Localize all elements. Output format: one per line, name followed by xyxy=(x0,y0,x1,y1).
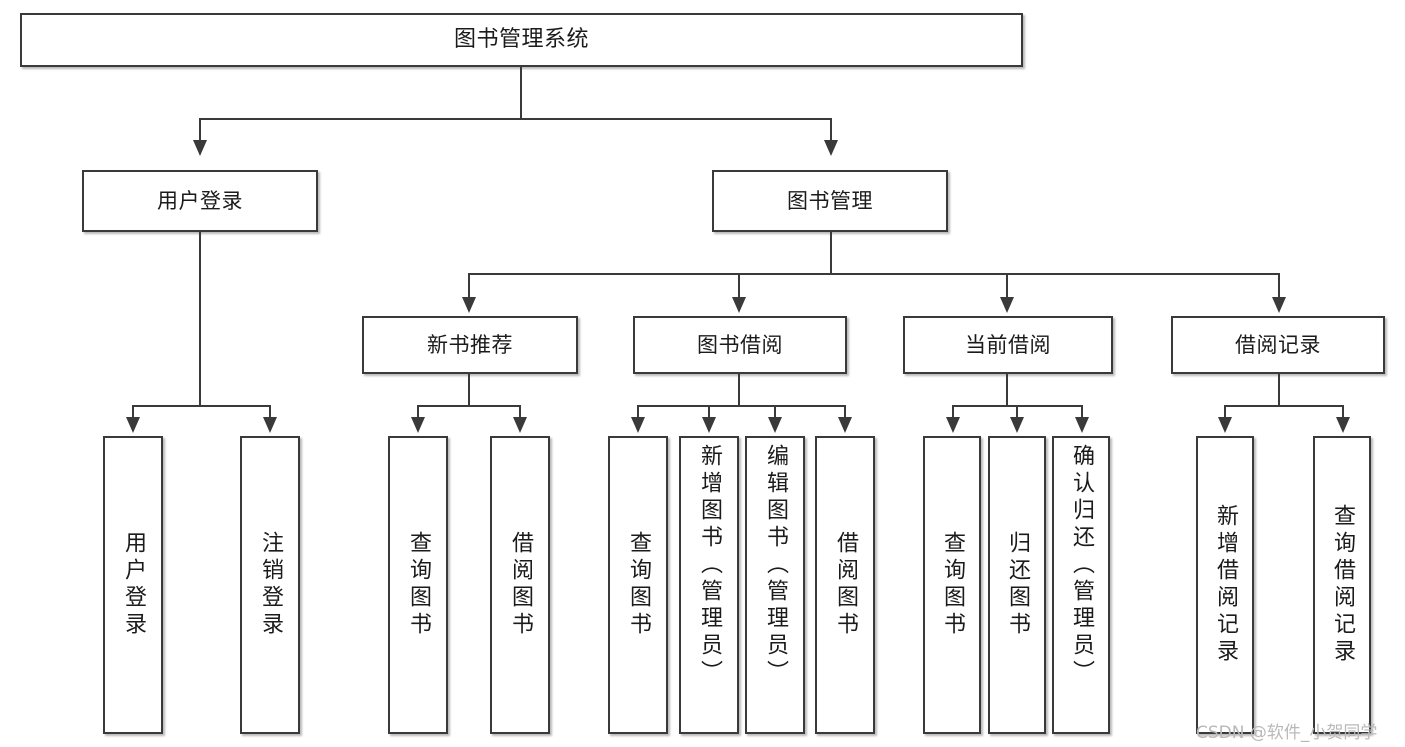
node-label: 查询图书 xyxy=(406,531,431,639)
node-borrow-record[interactable]: 借阅记录 xyxy=(1171,316,1385,374)
connector-bb-1 xyxy=(637,405,639,419)
connector-to-book-borrow xyxy=(738,273,740,299)
connector-to-borrow-record xyxy=(1278,273,1280,299)
connector-cb-1 xyxy=(952,405,954,419)
arrow-bb-leaf1 xyxy=(631,417,645,433)
connector-cb-3 xyxy=(1081,405,1083,419)
connector-book-borrow-bus xyxy=(637,405,844,407)
leaf-borrow-book[interactable]: 借阅图书 xyxy=(815,436,875,734)
leaf-user-login[interactable]: 用户登录 xyxy=(103,436,163,734)
node-label: 图书管理 xyxy=(787,188,873,213)
leaf-borrow-query-book[interactable]: 查询图书 xyxy=(608,436,668,734)
connector-new-book-bus xyxy=(417,405,519,407)
node-label: 注销登录 xyxy=(258,531,283,639)
leaf-logout[interactable]: 注销登录 xyxy=(240,436,300,734)
arrow-bb-leaf4 xyxy=(838,417,852,433)
arrow-to-new-book xyxy=(462,297,476,313)
connector-bb-2 xyxy=(708,405,710,419)
connector-borrow-record-down xyxy=(1278,374,1280,405)
leaf-new-book-query[interactable]: 查询图书 xyxy=(388,436,448,734)
leaf-edit-book-admin[interactable]: 编辑图书（管理员） xyxy=(745,436,805,734)
arrow-new-book-leaf1 xyxy=(411,417,425,433)
connector-book-mgmt-down xyxy=(830,232,832,273)
node-label: 归还图书 xyxy=(1005,531,1030,639)
arrow-br-leaf1 xyxy=(1218,417,1232,433)
connector-cb-2 xyxy=(1016,405,1018,419)
arrow-to-book-mgmt xyxy=(824,140,838,156)
connector-to-user-login xyxy=(199,118,201,143)
node-current-borrow[interactable]: 当前借阅 xyxy=(903,316,1113,374)
node-label: 新增借阅记录 xyxy=(1213,504,1238,666)
node-label: 查询借阅记录 xyxy=(1330,504,1355,666)
arrow-to-current-borrow xyxy=(1000,297,1014,313)
arrow-cb-leaf1 xyxy=(946,417,960,433)
node-book-borrow[interactable]: 图书借阅 xyxy=(633,316,847,374)
connector-user-login-right xyxy=(269,405,271,419)
arrow-user-login-leaf2 xyxy=(263,417,277,433)
connector-bb-3 xyxy=(774,405,776,419)
node-label: 借阅图书 xyxy=(508,531,533,639)
connector-borrow-record-bus xyxy=(1224,405,1342,407)
connector-new-book-l xyxy=(417,405,419,419)
leaf-current-query-book[interactable]: 查询图书 xyxy=(923,436,981,734)
node-label: 查询图书 xyxy=(626,531,651,639)
node-label: 图书管理系统 xyxy=(453,27,589,53)
node-label: 查询图书 xyxy=(940,531,965,639)
connector-to-new-book xyxy=(468,273,470,299)
leaf-query-borrow-record[interactable]: 查询借阅记录 xyxy=(1313,436,1371,734)
arrow-to-book-borrow xyxy=(732,297,746,313)
connector-level3-bus xyxy=(468,273,1278,275)
connector-new-book-r xyxy=(519,405,521,419)
connector-bb-4 xyxy=(844,405,846,419)
leaf-add-borrow-record[interactable]: 新增借阅记录 xyxy=(1196,436,1254,734)
connector-new-book-down xyxy=(468,374,470,405)
node-label: 借阅记录 xyxy=(1235,332,1321,357)
arrow-new-book-leaf2 xyxy=(513,417,527,433)
node-label: 新书推荐 xyxy=(427,332,513,357)
node-label: 图书借阅 xyxy=(697,332,783,357)
connector-to-current-borrow xyxy=(1006,273,1008,299)
node-label: 用户登录 xyxy=(121,531,146,639)
connector-root-down xyxy=(520,67,522,118)
connector-br-2 xyxy=(1342,405,1344,419)
leaf-add-book-admin[interactable]: 新增图书（管理员） xyxy=(679,436,739,734)
connector-user-login-left xyxy=(132,405,134,419)
leaf-return-book[interactable]: 归还图书 xyxy=(988,436,1046,734)
leaf-confirm-return-admin[interactable]: 确认归还（管理员） xyxy=(1052,436,1110,734)
arrow-cb-leaf2 xyxy=(1010,417,1024,433)
node-book-management[interactable]: 图书管理 xyxy=(712,170,948,232)
arrow-to-borrow-record xyxy=(1272,297,1286,313)
arrow-br-leaf2 xyxy=(1336,417,1350,433)
node-label: 新增图书（管理员） xyxy=(697,444,722,687)
node-label: 编辑图书（管理员） xyxy=(763,444,788,687)
node-new-book-recommend[interactable]: 新书推荐 xyxy=(362,316,578,374)
connector-br-1 xyxy=(1224,405,1226,419)
watermark-text: CSDN @软件_小贺同学 xyxy=(1196,723,1378,743)
connector-to-book-mgmt xyxy=(830,118,832,143)
arrow-to-user-login xyxy=(193,140,207,156)
arrow-bb-leaf3 xyxy=(768,417,782,433)
node-label: 确认归还（管理员） xyxy=(1069,444,1094,687)
node-label: 借阅图书 xyxy=(833,531,858,639)
connector-user-login-down xyxy=(199,232,201,405)
node-label: 用户登录 xyxy=(157,188,243,213)
connector-book-borrow-down xyxy=(738,374,740,405)
arrow-bb-leaf2 xyxy=(702,417,716,433)
leaf-new-book-borrow[interactable]: 借阅图书 xyxy=(490,436,550,734)
connector-current-borrow-down xyxy=(1006,374,1008,405)
node-root-system[interactable]: 图书管理系统 xyxy=(20,13,1023,67)
node-user-login[interactable]: 用户登录 xyxy=(82,170,318,232)
connector-level2-bus xyxy=(199,118,832,120)
node-label: 当前借阅 xyxy=(965,332,1051,357)
arrow-cb-leaf3 xyxy=(1075,417,1089,433)
arrow-user-login-leaf1 xyxy=(126,417,140,433)
connector-user-login-bus xyxy=(132,405,269,407)
